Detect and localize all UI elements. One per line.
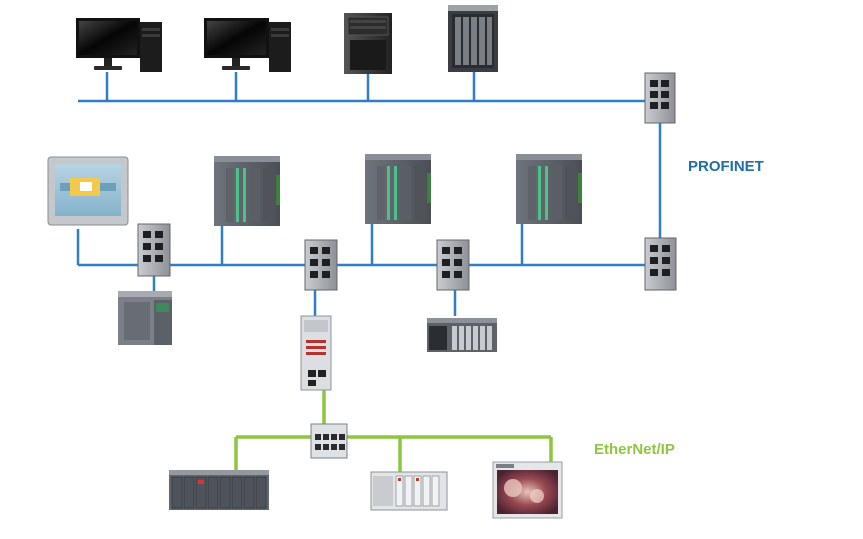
network-switch-icon	[304, 239, 338, 291]
ethernet-switch-icon	[310, 423, 348, 459]
network-switch-icon	[644, 72, 676, 124]
plc-rack-icon	[214, 156, 280, 226]
plc-rack-icon	[365, 154, 431, 224]
profinet-label: PROFINET	[688, 158, 764, 175]
plc-chassis-icon	[169, 470, 269, 510]
plc-rack-icon	[516, 154, 582, 224]
distributed-io-icon	[427, 318, 497, 352]
ethernet-ip-label: EtherNet/IP	[594, 441, 675, 458]
drive-icon	[118, 291, 172, 345]
ethernet-ip-cabling	[234, 390, 553, 472]
operator-panel-icon	[492, 461, 563, 519]
rack-server-icon	[448, 5, 498, 72]
desktop-computer-icon	[76, 18, 162, 72]
compact-plc-icon	[370, 471, 448, 511]
network-switch-icon	[436, 239, 470, 291]
desktop-computer-icon	[204, 18, 291, 72]
network-switch-icon	[137, 223, 171, 277]
profinet-cabling	[76, 72, 662, 317]
network-switch-icon	[644, 237, 677, 291]
protocol-gateway-icon	[300, 315, 332, 391]
hmi-touch-panel-icon	[47, 156, 129, 226]
tower-server-icon	[344, 13, 392, 74]
